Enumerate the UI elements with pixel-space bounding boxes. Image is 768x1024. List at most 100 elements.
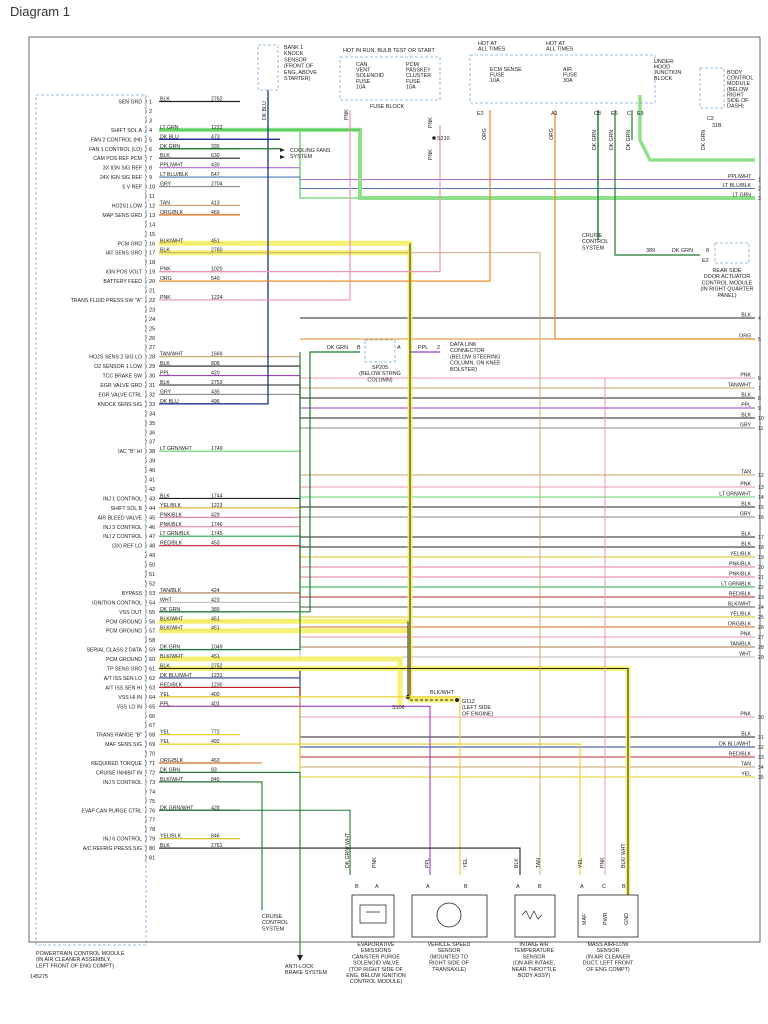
pnk-feed-wire <box>159 125 441 273</box>
rail-wire <box>159 535 755 588</box>
vehicle-speed-sensor-label: VEHICLE SPEED <box>428 942 471 948</box>
green-highlight <box>159 127 755 200</box>
data-link-connector-label: CONNECTOR <box>450 348 485 354</box>
pin-number: 38 <box>149 449 155 455</box>
wire-color-label: BLK <box>160 843 170 849</box>
pin-signal-label: O2 SENSOR 1 LOW <box>94 364 142 370</box>
circuit-number: 429 <box>211 512 220 518</box>
pin-number: 58 <box>149 638 155 644</box>
rail-number: 31 <box>758 735 764 741</box>
pin-bracket <box>144 98 147 105</box>
pin-bracket <box>144 381 147 389</box>
pin-number: 64 <box>149 695 155 701</box>
rail-wire-label: BLK <box>741 542 751 548</box>
rail-wire-label: PNK/BLK <box>729 572 751 578</box>
pin-bracket <box>144 476 147 483</box>
pin-bracket <box>144 854 147 861</box>
circuit-number: 469 <box>211 210 220 216</box>
data-link-connector-label: DATA LINK <box>450 342 477 348</box>
fuse-wire-label: PNK <box>428 149 434 160</box>
sp205-label: COLUMN) <box>367 377 392 383</box>
intake-air-temp-label: SENSOR <box>523 954 546 960</box>
mass-airflow-sensor-label: MASS AIRFLOW <box>587 942 629 948</box>
rail-wire-label: BLK <box>741 532 751 538</box>
pin-bracket <box>144 258 147 266</box>
maf-signal-wire <box>159 743 581 875</box>
pin-number: 29 <box>149 364 155 370</box>
pin-bracket <box>144 211 147 219</box>
wire-color-label: WHT <box>160 597 173 603</box>
pin-signal-label: SERIAL CLASS 2 DATA <box>86 648 142 654</box>
rail-number: 28 <box>758 645 764 651</box>
sp205-pin-a: A <box>397 345 401 351</box>
hot-run-label: HOT IN RUN, BULB TEST OR START <box>343 48 435 54</box>
wire-color-label: LT GRN/WHT <box>160 446 193 452</box>
maf-pin: A <box>580 884 584 890</box>
air-wire-label: ORG <box>549 128 555 140</box>
pin-number: 70 <box>149 752 155 758</box>
rail-wire-label: PPL <box>741 403 751 409</box>
pin-signal-label: PCM GROUND <box>106 657 142 663</box>
circuit-number: 428 <box>211 805 220 811</box>
pin-bracket <box>144 523 147 531</box>
rear-door-pin: 8 <box>706 248 709 254</box>
wire-color-label: DK BLU <box>160 399 179 405</box>
pin-signal-label: 3X IGN SIG REF <box>103 166 142 172</box>
wire-layer <box>28 36 761 961</box>
rail-wire <box>159 450 755 498</box>
rail-number: 8 <box>758 396 761 402</box>
pin-bracket <box>144 674 147 682</box>
pin-signal-label: INJ 1 CONTROL <box>103 496 142 502</box>
pin-number: 18 <box>149 260 155 266</box>
wire-color-label: ORG/BLK <box>160 210 184 216</box>
pin-bracket <box>144 145 147 153</box>
rail-wire-label: BLK <box>741 393 751 399</box>
org-feed-wire <box>554 110 755 340</box>
pin-bracket <box>144 835 147 842</box>
pin-number: 56 <box>149 619 155 625</box>
pin-bracket <box>144 570 147 578</box>
rail-number: 1 <box>758 178 761 184</box>
evap-pin: B <box>355 884 359 890</box>
pin-bracket <box>144 513 147 521</box>
circuit-number: 463 <box>211 758 220 764</box>
pin-bracket <box>144 778 147 786</box>
conn-c: C <box>627 111 631 117</box>
pin-bracket <box>144 702 147 710</box>
cruise-control-2-label: CRUISE <box>262 914 283 920</box>
bcm-label: (BELOW <box>727 87 749 93</box>
circuit-number: 435 <box>211 389 220 395</box>
rail-number: 10 <box>758 416 764 422</box>
pcm-cluster-fuse-label: PASSKEY <box>406 68 431 74</box>
ground-wire-label: BLK/WHT <box>430 690 455 696</box>
evap-solenoid-label: EVAPORATIVE <box>357 942 395 948</box>
rail-number: 24 <box>758 605 764 611</box>
wire-color-label: PNK/BLK <box>160 522 182 528</box>
pin-bracket <box>144 665 147 672</box>
pin-signal-label: TRANS RANGE "B" <box>96 733 142 739</box>
cruise-control-2-label: SYSTEM <box>262 926 285 932</box>
pcm-module-box <box>35 94 147 946</box>
pin-signal-label: MAF SENS SIG <box>105 742 142 748</box>
circuit-number: 400 <box>211 692 220 698</box>
pin-bracket <box>144 806 147 814</box>
rail-wire-label: PNK <box>740 482 751 488</box>
hot-all-times-label: HOT AT <box>546 41 566 47</box>
rail-wire-label: TAN/WHT <box>728 383 752 389</box>
rail-wire <box>159 129 755 199</box>
wire-color-label: TAN/BLK <box>160 588 182 594</box>
pin-number: 15 <box>149 232 155 238</box>
hot-all-times-label: ALL TIMES <box>546 47 574 53</box>
pin-signal-label: IGNITION CONTROL <box>92 600 142 606</box>
rail-wire <box>159 516 755 568</box>
circuit-number: 83 <box>211 767 217 773</box>
rail-number: 26 <box>758 625 764 631</box>
rear-door-conn: E2 <box>702 258 709 264</box>
pin-bracket <box>144 797 147 805</box>
pin-number: 20 <box>149 279 155 285</box>
pin-bracket <box>144 173 147 181</box>
pin-number: 50 <box>149 563 155 569</box>
ground-g112-label: OF ENGINE) <box>462 711 494 717</box>
vehicle-speed-sensor-label: TRANSAXLE) <box>432 967 466 973</box>
thermistor-icon <box>521 910 543 920</box>
